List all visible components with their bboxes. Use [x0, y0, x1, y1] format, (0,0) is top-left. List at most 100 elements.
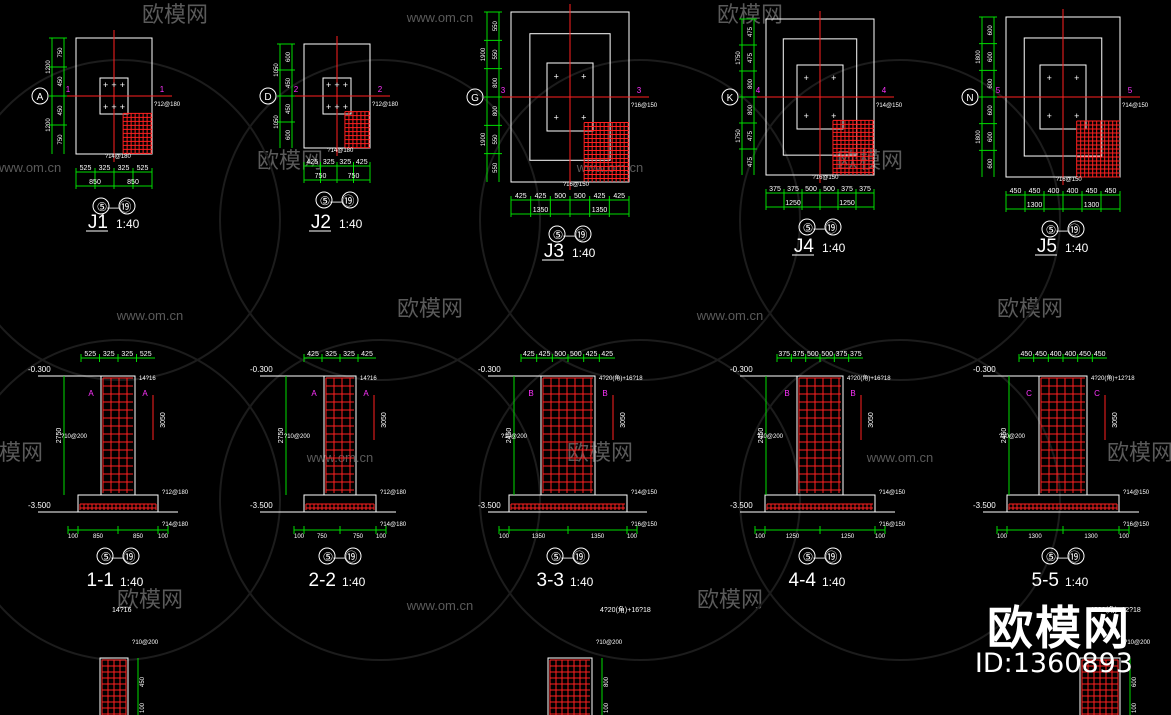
dimension-total: 1350: [592, 207, 608, 214]
axis-bubble-label: G: [471, 93, 479, 104]
section-mark-right: B: [850, 389, 855, 398]
dimension-text: 325: [325, 351, 337, 358]
section-scale: 1:40: [822, 575, 846, 589]
axis-ref-bubble: [1067, 547, 1085, 565]
dimension-text: 325: [118, 165, 130, 172]
dimension-text: 600: [988, 131, 994, 142]
dimension-text: 475: [748, 156, 754, 167]
level-mark: -0.300: [478, 365, 501, 374]
dimension-text: 425: [535, 193, 547, 200]
footing-rebar-label: ?16@150: [1123, 522, 1150, 528]
axis-bubble: [31, 87, 49, 105]
corner-rebar-grid: [1076, 120, 1120, 178]
axis-ref-bubble: [344, 547, 362, 565]
footing-outline: [764, 494, 876, 513]
footing-rebar-label: ?12@180: [380, 490, 407, 496]
dimension-text: 325: [99, 165, 111, 172]
axis-ref-text: ⑤—⑲: [1046, 223, 1081, 237]
watermark-logo: 欧模网: [0, 440, 43, 465]
dimension-text: 800: [493, 77, 499, 88]
footing-rebar-grid: [766, 503, 873, 510]
axis-ref-bubble: [1067, 220, 1085, 238]
dimension-text: 500: [554, 351, 566, 358]
column-rebar-grid: [549, 659, 590, 715]
rebar-cross: +: [111, 102, 116, 112]
column-rebar-grid: [101, 659, 127, 715]
dimension-text: 1350: [591, 534, 605, 540]
axis-ref-bubble: [96, 547, 114, 565]
plan-scale: 1:40: [339, 217, 363, 231]
watermark-ring: [739, 59, 1061, 381]
column-stirrup-label: ?10@200: [1124, 640, 1151, 646]
column-rebar-grid: [798, 377, 841, 493]
section-title: 3-3: [537, 570, 564, 591]
dimension-text: 325: [339, 159, 351, 166]
section-mark-right: C: [1094, 389, 1100, 398]
section-mark-left: 2: [294, 85, 299, 94]
dimension-text: 100: [627, 534, 638, 540]
dimension-total: 1750: [736, 129, 742, 143]
dimension-text: 425: [306, 159, 318, 166]
rebar-cross: +: [581, 72, 586, 82]
dimension-text: 325: [343, 351, 355, 358]
dimension-text: 100: [997, 534, 1008, 540]
dimension-text: 325: [121, 351, 133, 358]
dimension-text: 600: [988, 78, 994, 89]
footing-rebar-grid: [305, 503, 375, 510]
axis-ref-bubble: [572, 547, 590, 565]
top-rebar-label: 14?16: [139, 376, 156, 382]
dimension-text: 3050: [381, 412, 388, 428]
watermark-logo: 欧模网: [697, 587, 763, 612]
dimension-text: 850: [93, 534, 104, 540]
plan-rebar-label: ?16@150: [631, 103, 658, 109]
plan-rebar-label-2: ?16@150: [563, 182, 590, 188]
axis-bubble-label: D: [264, 92, 271, 103]
rebar-cross: +: [1074, 111, 1079, 121]
plan-scale: 1:40: [572, 246, 596, 260]
dimension-total: 1300: [1027, 202, 1043, 209]
stirrup-label: ?10@200: [999, 434, 1026, 440]
dimension-text: 450: [1105, 188, 1117, 195]
dimension-text: 450: [1094, 351, 1106, 358]
level-mark: -3.500: [478, 501, 501, 510]
dimension-text: 3050: [620, 412, 627, 428]
watermark-site: www.om.cn: [696, 308, 763, 323]
section-mark-left: 4: [756, 86, 761, 95]
axis-ref-text: ⑤—⑲: [803, 221, 838, 235]
axis-ref-bubble: [546, 547, 564, 565]
axis-bubble: [721, 88, 739, 106]
dimension-text: 425: [515, 193, 527, 200]
dimension-text: 500: [821, 351, 833, 358]
watermark-ring: [0, 59, 281, 381]
dimension-text: 475: [748, 52, 754, 63]
dimension-text: 425: [539, 351, 551, 358]
section-scale: 1:40: [1065, 575, 1089, 589]
dimension-text: 2450: [758, 428, 765, 444]
dimension-total: 1250: [839, 200, 855, 207]
footing-rebar-grid: [510, 503, 625, 510]
dimension-text: 425: [594, 193, 606, 200]
watermark-ring: [0, 339, 281, 661]
dimension-text: 450: [1010, 188, 1022, 195]
dimension-total: 1350: [533, 207, 549, 214]
axis-ref-bubble: [315, 191, 333, 209]
dimension-total: 1750: [736, 51, 742, 65]
dimension-total: 1050: [274, 115, 280, 129]
dimension-text: 800: [604, 676, 610, 687]
dimension-text: 1250: [786, 534, 800, 540]
section-mark-right: A: [142, 389, 148, 398]
dimension-total: 750: [348, 173, 360, 180]
dimension-text: 550: [493, 134, 499, 145]
dimension-text: 800: [748, 104, 754, 115]
dimension-total: 1300: [1084, 202, 1100, 209]
dimension-text: 400: [1067, 188, 1079, 195]
stirrup-label: ?10@200: [501, 434, 528, 440]
plan-rebar-label: ?14@150: [876, 103, 903, 109]
